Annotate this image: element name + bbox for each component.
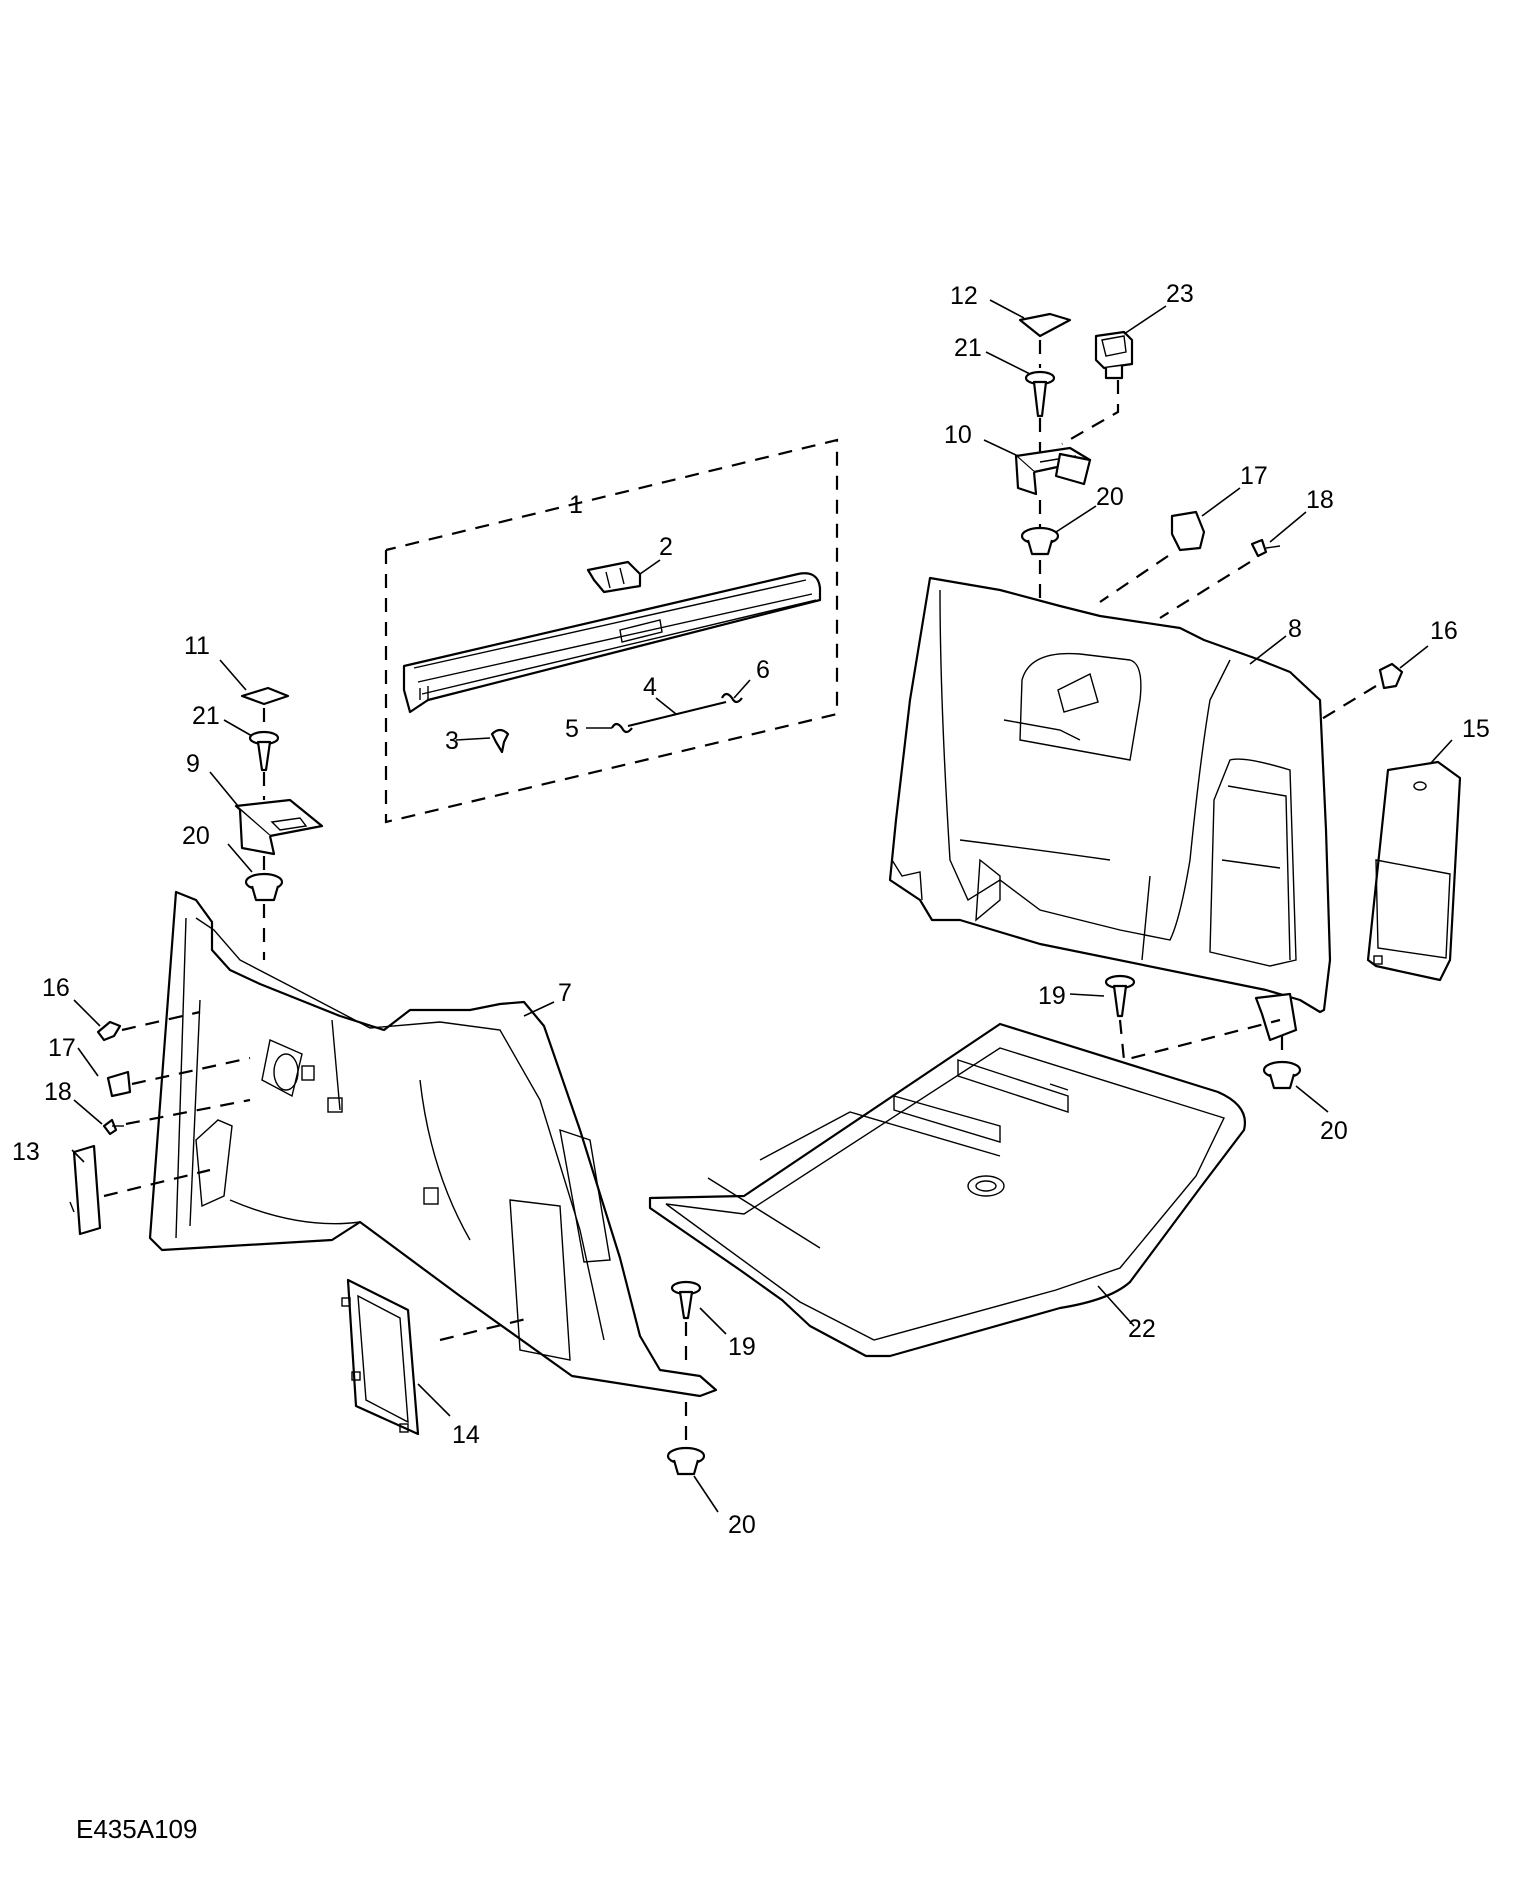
part-18-right-screw: [1250, 538, 1281, 558]
part-6-spring-clip: [721, 692, 743, 704]
part-22-load-floor: [648, 1022, 1247, 1358]
part-20-center-grommet: [666, 1446, 706, 1476]
diagram-reference-code: E435A109: [76, 1814, 197, 1844]
callout-14: 14: [452, 1421, 480, 1449]
callout-6: 6: [756, 656, 770, 684]
part-17-right-retainer: [1170, 510, 1206, 552]
callout-13: 13: [12, 1138, 40, 1166]
callout-4: 4: [643, 673, 657, 701]
callout-11: 11: [184, 632, 210, 660]
part-21-right-screw: [1024, 370, 1056, 418]
part-19-center-screw: [670, 1280, 702, 1320]
callout-17-left: 17: [48, 1034, 76, 1062]
part-15-side-panel: [1366, 760, 1462, 982]
part-21-left-screw: [248, 730, 280, 772]
callout-10: 10: [944, 421, 972, 449]
part-20-top-grommet: [1020, 526, 1060, 556]
part-2-clip: [586, 560, 642, 594]
part-9-bracket: [234, 798, 324, 856]
part-16-left-clip: [96, 1020, 122, 1042]
callout-8: 8: [1288, 615, 1302, 643]
part-7-left-quarter-trim: [148, 890, 718, 1398]
callout-5: 5: [565, 715, 579, 743]
callout-20-center: 20: [728, 1511, 756, 1539]
callout-2: 2: [659, 533, 673, 561]
part-11-cap: [240, 686, 290, 706]
callout-22: 22: [1128, 1315, 1156, 1343]
callout-16-left: 16: [42, 974, 70, 1002]
leader-line-right-lower: [1118, 1018, 1284, 1062]
part-16-right-clip: [1378, 662, 1404, 690]
part-1-sill-trim: [402, 572, 822, 714]
callout-19-right: 19: [1038, 982, 1066, 1010]
callout-7: 7: [558, 979, 572, 1007]
callout-20-right: 20: [1320, 1117, 1348, 1145]
part-10-bracket: [1014, 446, 1092, 496]
part-23-switch: [1094, 330, 1134, 380]
callout-3: 3: [445, 727, 459, 755]
part-3-fastener: [490, 728, 510, 754]
part-14-access-panel: [341, 1278, 420, 1436]
part-20-right-grommet: [1262, 1060, 1302, 1090]
kit-group-1: [384, 438, 839, 824]
callout-17-right: 17: [1240, 462, 1268, 490]
part-20-left-grommet: [244, 872, 284, 902]
leader-lines-left-fasteners: [103, 1010, 531, 1342]
callout-12: 12: [950, 282, 978, 310]
part-12-cap: [1018, 312, 1072, 338]
callout-21-left: 21: [192, 702, 220, 730]
callout-15: 15: [1462, 715, 1490, 743]
part-19-right-screw: [1104, 974, 1136, 1018]
callout-9: 9: [186, 750, 200, 778]
callout-19-center: 19: [728, 1333, 756, 1361]
leader-lines-right-fasteners: [1099, 555, 1377, 721]
callout-leaders: [71, 299, 1453, 1513]
callout-23: 23: [1166, 280, 1194, 308]
part-13-side-panel: [69, 1144, 102, 1236]
callout-18-left: 18: [44, 1078, 72, 1106]
callout-1: 1: [569, 491, 583, 519]
part-8-right-quarter-trim: [888, 576, 1332, 1014]
callout-18-right: 18: [1306, 486, 1334, 514]
part-4-cable: [627, 701, 727, 727]
part-17-left-retainer: [106, 1070, 132, 1098]
callout-20-top: 20: [1096, 483, 1124, 511]
part-5-spring-clip: [611, 722, 633, 734]
callout-16-right: 16: [1430, 617, 1458, 645]
callout-21-right: 21: [954, 334, 982, 362]
leader-lines-right-top: [1038, 340, 1120, 452]
part-8-foot-tab: [1254, 992, 1298, 1042]
part-18-left-screw: [102, 1118, 124, 1136]
callout-20-left: 20: [182, 822, 210, 850]
